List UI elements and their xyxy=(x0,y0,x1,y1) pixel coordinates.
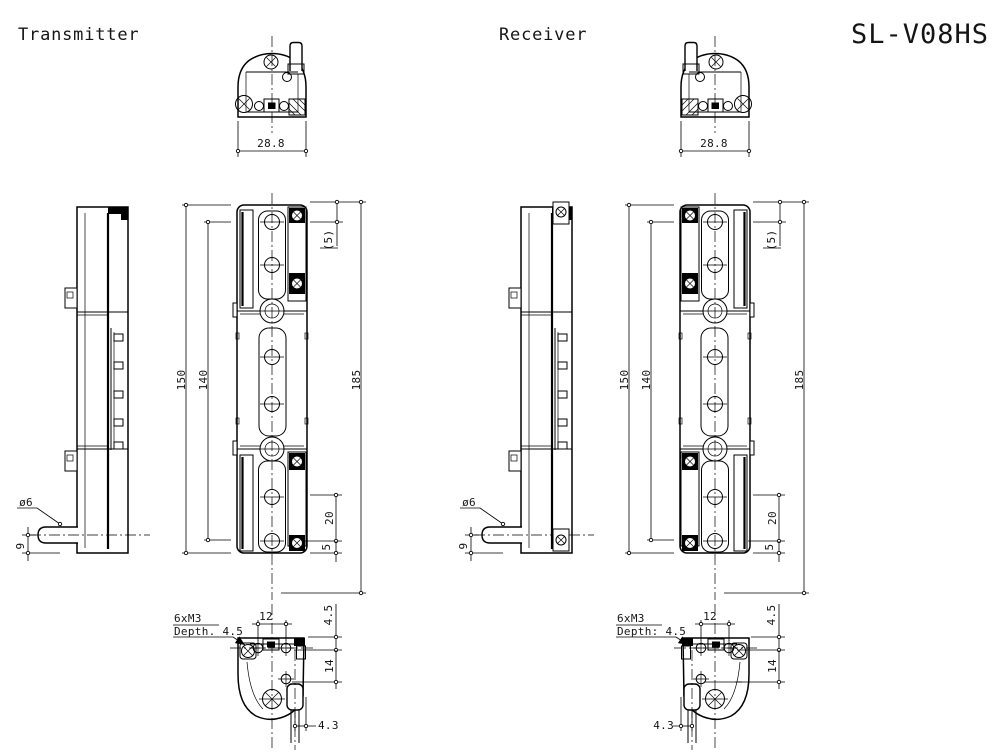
receiver-bottom-view xyxy=(673,603,758,751)
rx-dim-cable-offset: 4.3 xyxy=(653,719,674,732)
tx-dim-lower-hole: 20 xyxy=(323,511,336,525)
transmitter-dimension-lines xyxy=(17,121,366,689)
receiver-drawing xyxy=(460,35,809,751)
transmitter-dimension-text: 28.8 150 140 185 (5) 20 5 ø6 9 6xM3 Dept… xyxy=(14,137,363,732)
rx-dim-face-offset: 4.5 xyxy=(765,605,778,626)
tx-dim-cable-diameter: ø6 xyxy=(19,496,33,509)
receiver-side-clamps xyxy=(552,201,570,552)
transmitter-cable-offset-dim xyxy=(292,697,316,731)
receiver-dimension-text: 28.8 150 140 185 (5) 20 5 ø6 9 6xM3 Dept… xyxy=(457,137,806,732)
transmitter-side-view xyxy=(28,205,152,555)
tx-dim-hole-pitch: 140 xyxy=(197,370,210,391)
rx-dim-lower-hole: 20 xyxy=(766,511,779,525)
tx-dim-body-height: 150 xyxy=(175,370,188,391)
rx-thread-depth-note: Depth: 4.5 xyxy=(617,625,686,638)
transmitter-top-view xyxy=(234,35,307,134)
rx-dim-width: 28.8 xyxy=(700,137,728,150)
tx-dim-hole-span: 12 xyxy=(259,610,273,623)
rx-dim-row-spacing: 14 xyxy=(766,659,779,673)
tx-dim-overall: 185 xyxy=(350,370,363,391)
tx-thread-note: 6xM3 xyxy=(174,612,202,625)
transmitter-label: Transmitter xyxy=(18,25,139,45)
rx-thread-note: 6xM3 xyxy=(617,612,645,625)
transmitter-drawing xyxy=(17,35,366,751)
rx-dim-cable-diameter: ø6 xyxy=(462,496,476,509)
tx-dim-top-offset: (5) xyxy=(322,230,335,251)
rx-dim-hole-pitch: 140 xyxy=(640,370,653,391)
receiver-cable-offset-dim xyxy=(673,681,742,731)
transmitter-front-view xyxy=(231,191,310,602)
receiver-dimension-lines xyxy=(460,121,809,689)
rx-dim-hole-span: 12 xyxy=(703,610,717,623)
tx-dim-bottom-offset: 5 xyxy=(320,544,333,551)
tx-thread-depth-note: Depth. 4.5 xyxy=(174,625,243,638)
tx-dim-row-spacing: 14 xyxy=(323,659,336,673)
rx-dim-body-height: 150 xyxy=(618,370,631,391)
receiver-front-view xyxy=(677,191,756,602)
rx-dim-bottom-offset: 5 xyxy=(763,544,776,551)
rx-dim-cable-height: 9 xyxy=(457,543,470,550)
tx-dim-width: 28.8 xyxy=(257,137,285,150)
receiver-top-view xyxy=(680,35,753,134)
tx-dim-cable-height: 9 xyxy=(14,543,27,550)
receiver-label: Receiver xyxy=(499,25,587,45)
rx-dim-overall: 185 xyxy=(793,370,806,391)
model-title: SL-V08HS xyxy=(851,19,989,50)
receiver-side-view xyxy=(472,205,596,555)
rx-dim-top-offset: (5) xyxy=(765,230,778,251)
tx-dim-face-offset: 4.5 xyxy=(322,605,335,626)
tx-dim-cable-offset: 4.3 xyxy=(318,719,339,732)
